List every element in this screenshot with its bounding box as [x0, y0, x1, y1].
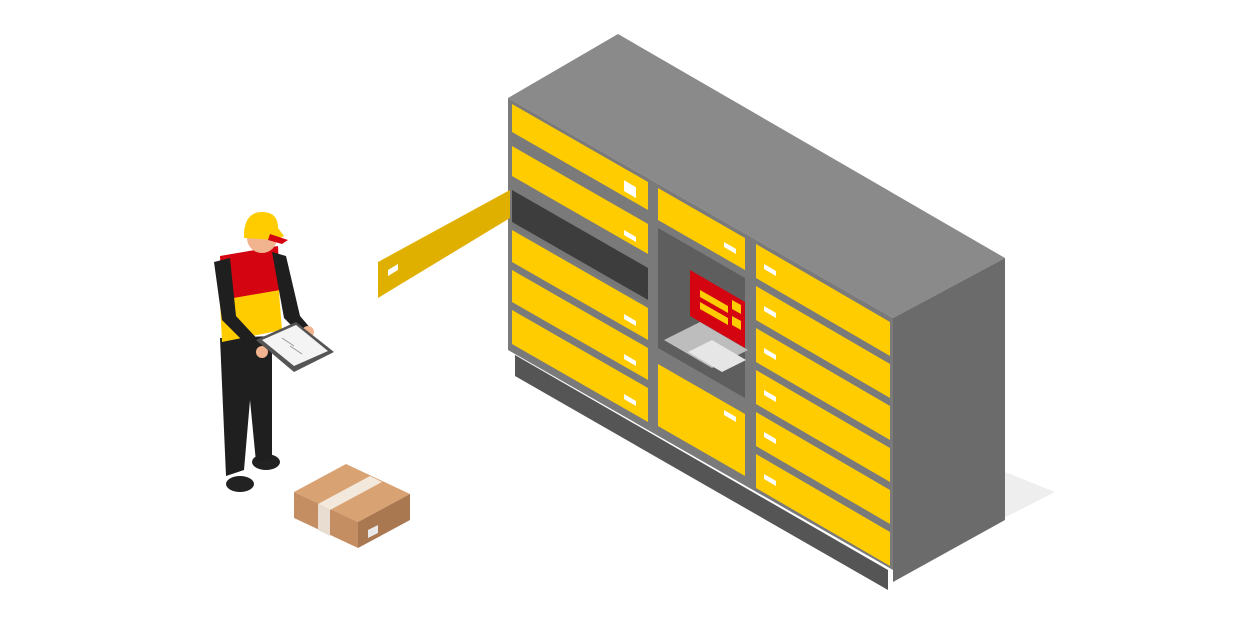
- keyboard[interactable]: [688, 340, 746, 372]
- door-handle: [624, 180, 636, 194]
- locker-door[interactable]: [756, 244, 890, 356]
- locker-door[interactable]: [512, 270, 648, 380]
- open-compartment: [512, 190, 648, 300]
- open-door-handle: [388, 264, 398, 276]
- left-shoe: [226, 476, 254, 492]
- clipboard-lines: [281, 337, 303, 355]
- uniform-red-band: [220, 246, 280, 300]
- cap-brim: [268, 234, 288, 244]
- clipboard-paper: [262, 325, 328, 366]
- box-label: [368, 525, 378, 538]
- locker-floor-shadow: [1000, 470, 1055, 520]
- locker-door[interactable]: [512, 146, 648, 254]
- screen-buttons: [700, 290, 741, 330]
- locker-door[interactable]: [658, 188, 745, 270]
- locker-side: [893, 258, 1005, 582]
- open-locker-door[interactable]: [378, 190, 510, 298]
- open-compartment-floor: [512, 222, 648, 304]
- locker-right-column: [756, 244, 890, 566]
- pants: [220, 336, 272, 476]
- locker-center-column: [658, 188, 748, 476]
- locker-door[interactable]: [512, 230, 648, 340]
- parcel-locker: [378, 34, 1005, 590]
- locker-door-large[interactable]: [658, 364, 745, 476]
- courier: [214, 212, 334, 492]
- cap: [244, 212, 284, 240]
- box-tape-side: [318, 504, 330, 536]
- door-handles-left: [624, 186, 636, 406]
- locker-door[interactable]: [756, 370, 890, 482]
- parcel-box: [294, 464, 410, 548]
- locker-base: [515, 355, 888, 590]
- left-arm: [214, 258, 262, 352]
- locker-door[interactable]: [512, 104, 648, 210]
- locker-door[interactable]: [756, 454, 890, 566]
- locker-door[interactable]: [756, 286, 890, 398]
- right-arm: [272, 252, 312, 336]
- locker-door[interactable]: [756, 328, 890, 440]
- locker-top: [508, 34, 1005, 318]
- locker-door[interactable]: [756, 412, 890, 524]
- kiosk-screen[interactable]: [690, 270, 745, 348]
- box-tape: [318, 476, 382, 510]
- left-hand: [256, 346, 268, 358]
- door-handles-right: [764, 264, 776, 486]
- locker-door[interactable]: [512, 310, 648, 422]
- locker-left-column: [512, 104, 648, 422]
